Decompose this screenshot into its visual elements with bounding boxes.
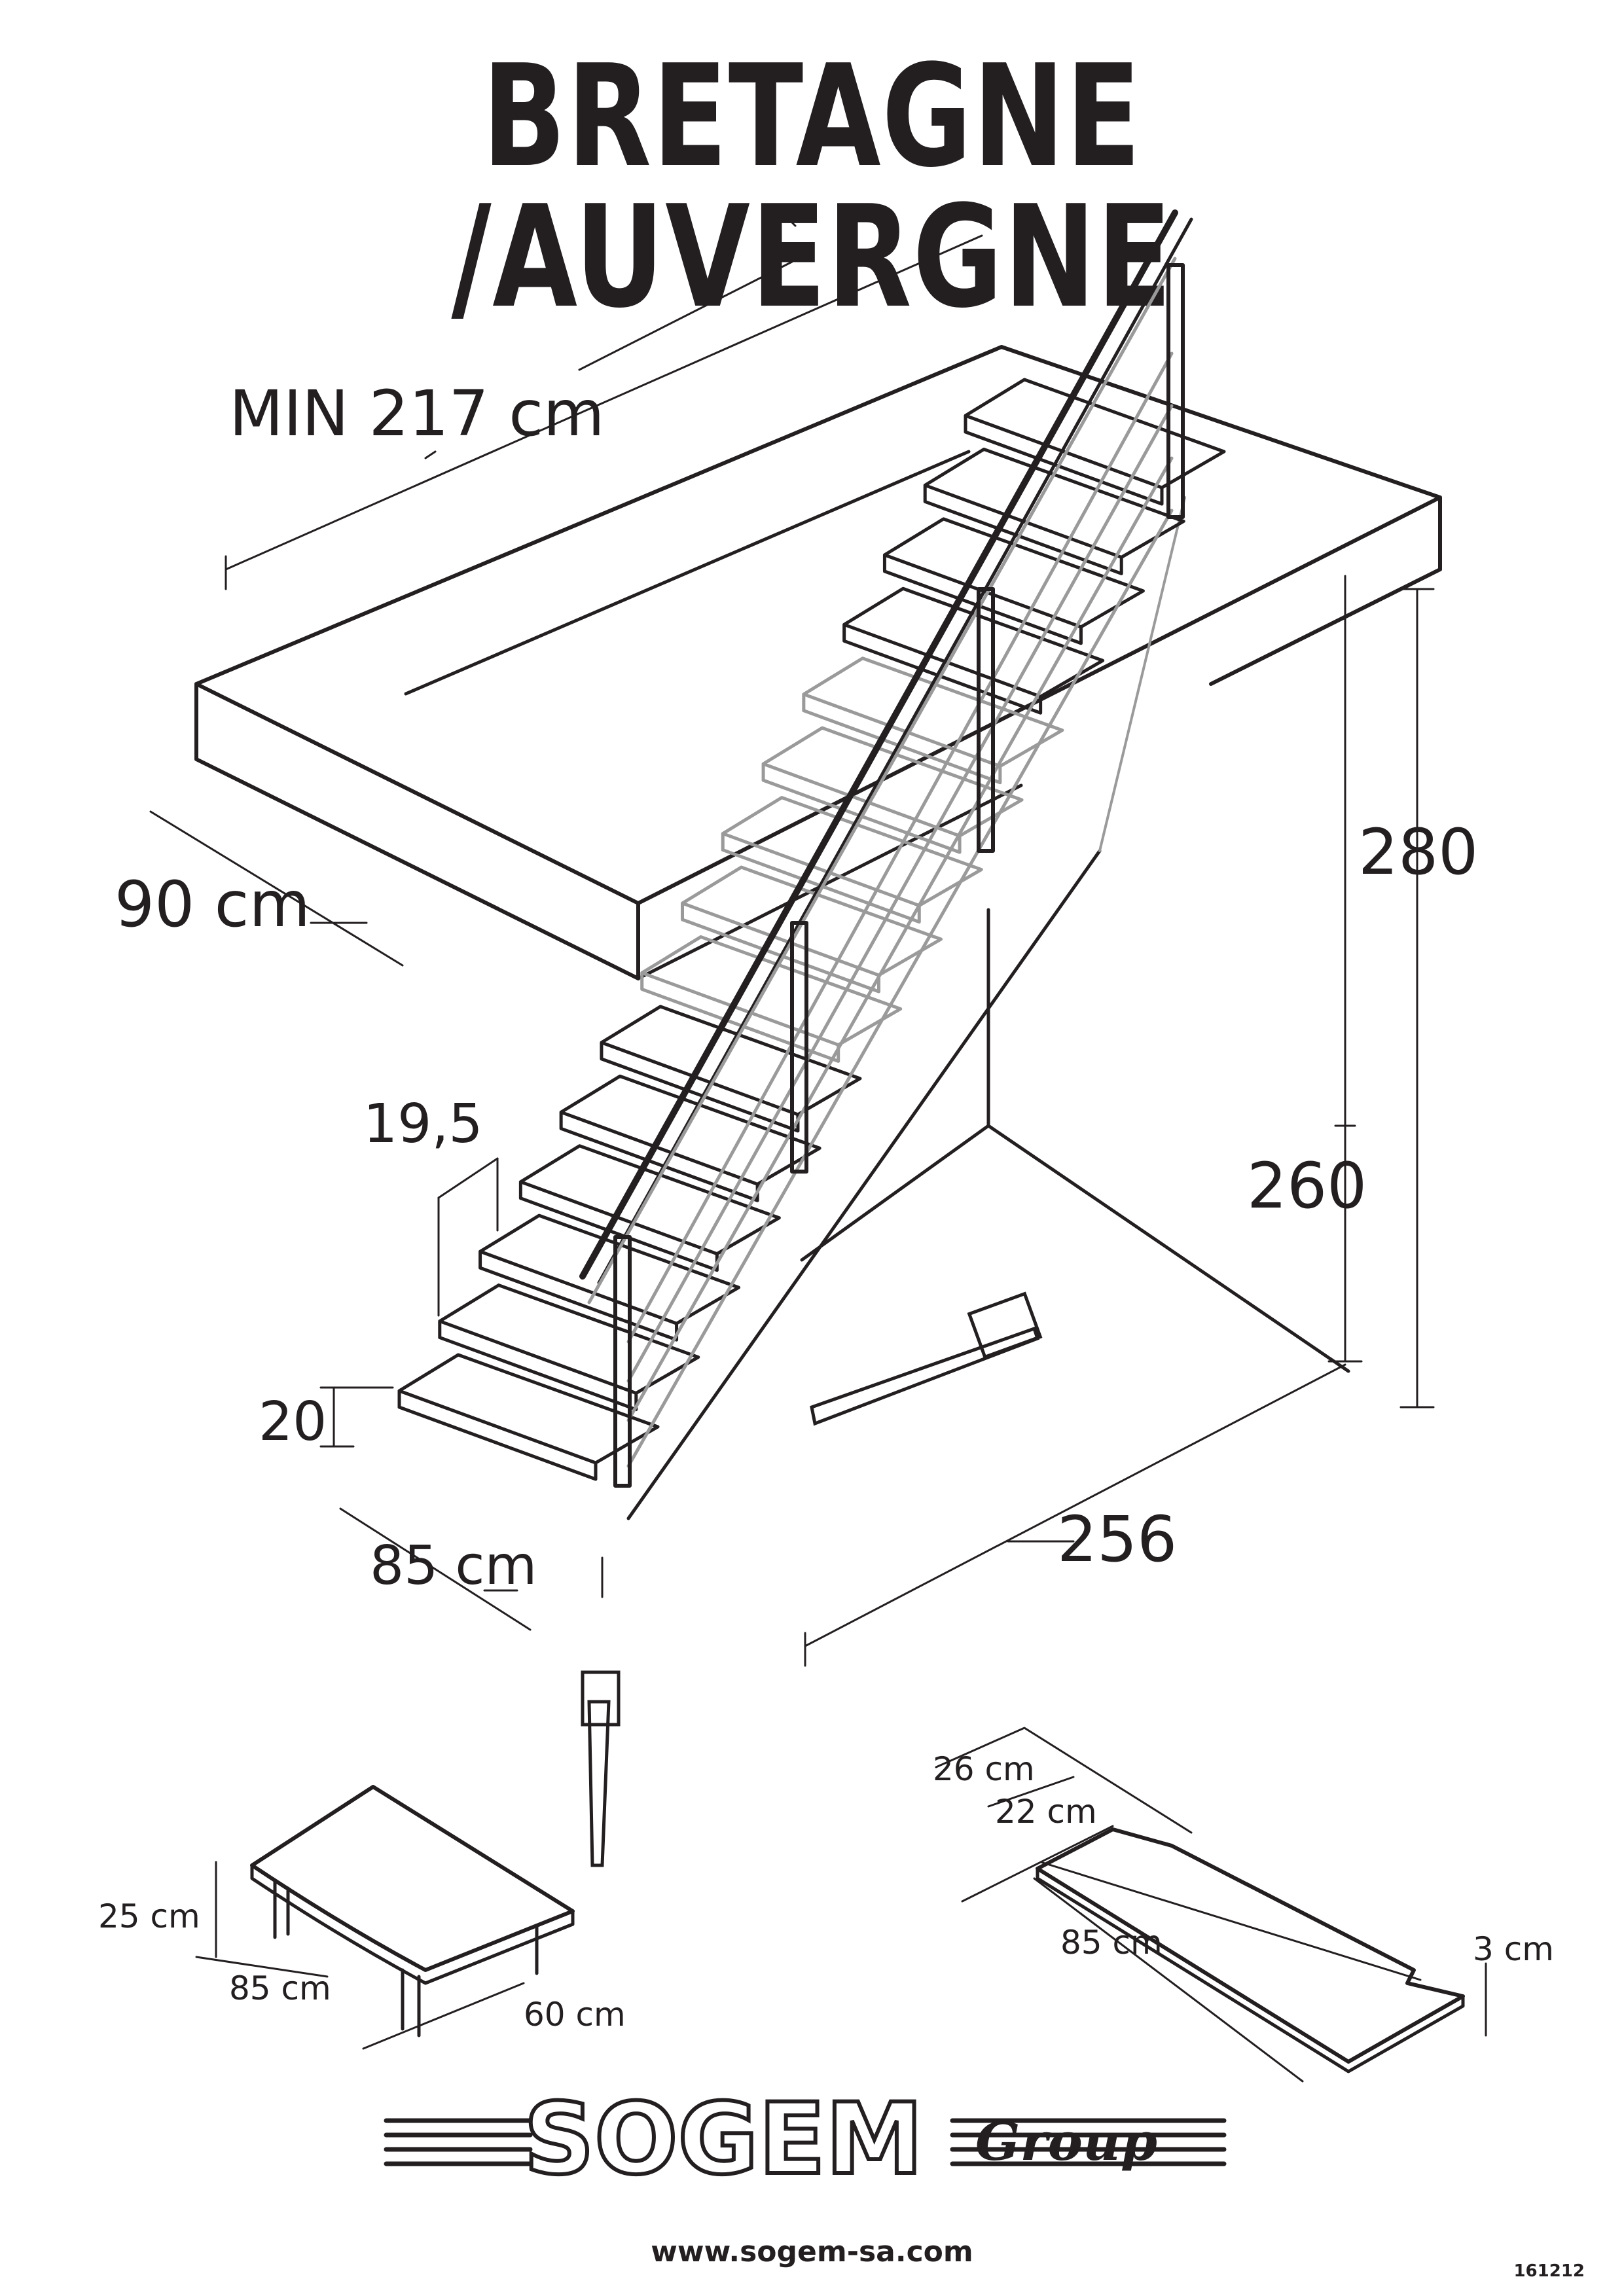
label-opening-width: 90 cm [115,868,310,941]
stair-tread [438,1283,700,1412]
stair-tread [842,586,1105,715]
saw-icon [810,1291,1043,1426]
label-block-height: 25 cm [98,1897,200,1935]
stair-tread [640,935,903,1063]
stair-tread [518,1144,781,1272]
page-title: BRETAGNE /AUVERGNE [451,34,1173,339]
handrail [579,209,1193,1488]
brand-tagline: Group [975,2111,1157,2172]
block-detail [195,1785,575,2050]
label-min-length: MIN 217 cm [229,377,605,450]
label-block-depth: 60 cm [524,1996,626,2034]
label-stair-width: 85 cm [370,1535,537,1597]
tread-detail [935,1727,1487,2083]
stair-tread [964,378,1226,506]
stair-tread [681,865,943,994]
label-block-width: 85 cm [229,1969,331,2007]
label-tread-thickness: 3 cm [1473,1930,1554,1968]
label-tread-width: 85 cm [1060,1924,1163,1962]
label-riser-bottom: 20 [259,1391,327,1453]
label-going: 256 [1057,1503,1177,1576]
label-riser-top: 19,5 [363,1093,483,1155]
room-walls [800,908,1350,1373]
stair-tread [559,1074,821,1202]
label-height-min: 260 [1247,1149,1367,1223]
stair-tread [882,517,1145,645]
stair-treads [397,378,1226,1481]
stair-stringer [626,496,1186,1520]
stair-tread [923,447,1185,575]
stair-tread [600,1005,862,1133]
document-code: 161212 [1513,2261,1585,2281]
brand-lines [384,2118,1227,2166]
label-tread-depth-b: 22 cm [995,1793,1097,1831]
brand-website[interactable]: www.sogem-sa.com [651,2235,973,2269]
saw-icon-vertical [581,1670,621,1867]
label-tread-depth-a: 26 cm [933,1750,1035,1788]
stair-tread [397,1353,660,1481]
dimension-lines [149,215,1435,1667]
label-height-max: 280 [1358,816,1478,889]
brand-logo: SOGEM [524,2083,923,2197]
upper-floor-slab [194,345,1442,980]
